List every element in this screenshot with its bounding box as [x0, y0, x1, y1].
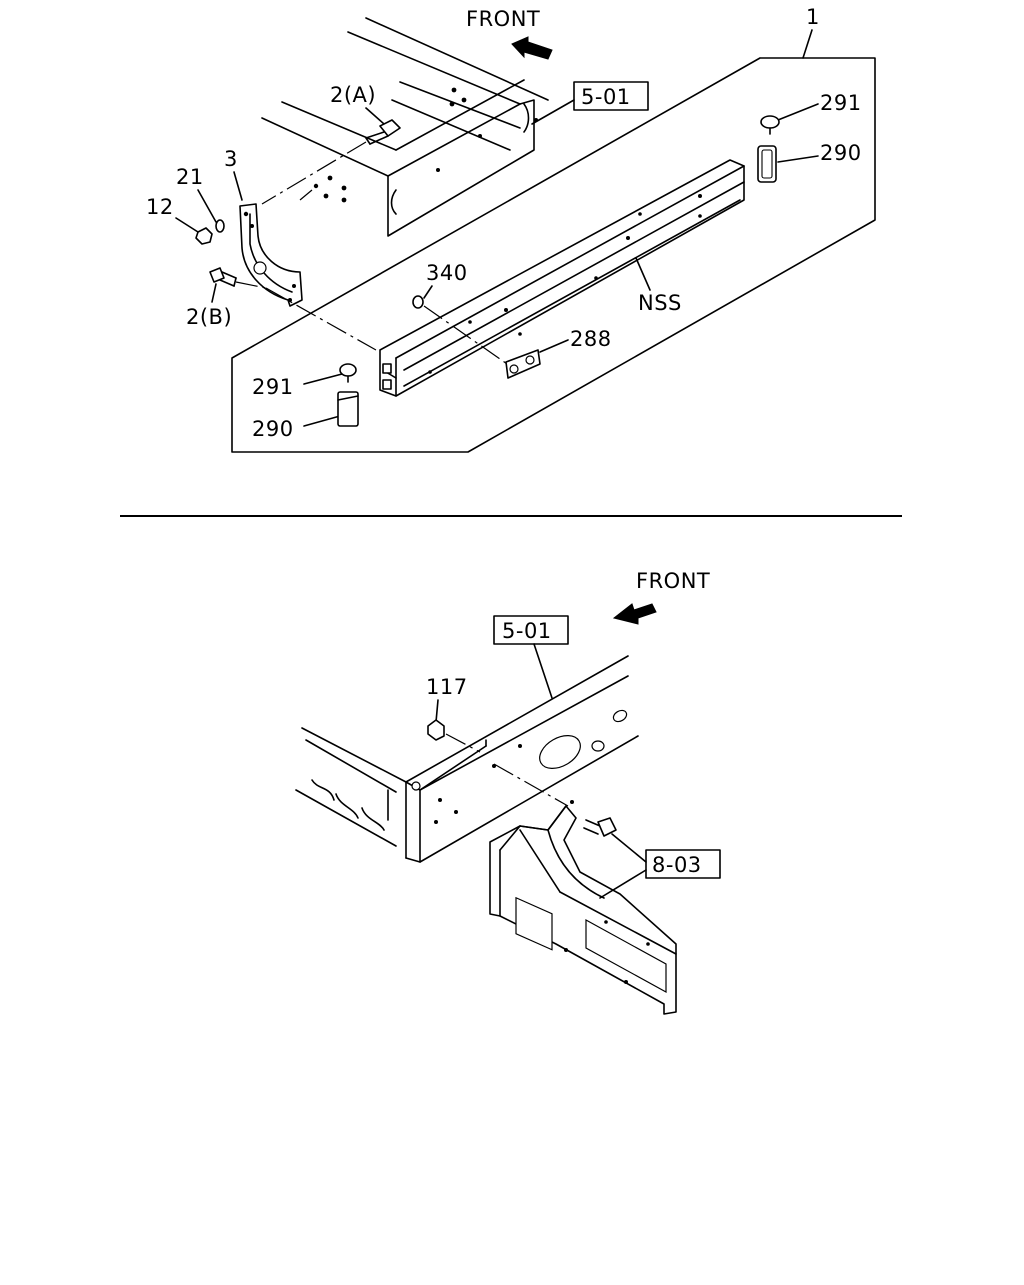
plug-291-right [760, 115, 780, 135]
leader-2b [211, 283, 217, 303]
grommet-290-left [337, 391, 359, 427]
ref-box-8-03-label: 8-03 [652, 853, 702, 877]
leader-nss [635, 257, 651, 291]
ref-box-5-01-bottom[interactable]: 5-01 [493, 615, 569, 645]
front-label-top: FRONT [466, 7, 540, 31]
callout-12: 12 [146, 195, 174, 219]
centerline-rail [265, 287, 377, 351]
leader-290-right [777, 155, 819, 163]
callout-nss: NSS [638, 291, 682, 315]
leader-21 [197, 189, 217, 223]
leader-2a [365, 107, 385, 125]
callout-291-right: 291 [820, 91, 862, 115]
ref-box-8-03[interactable]: 8-03 [645, 849, 721, 879]
front-label-bottom: FRONT [636, 569, 710, 593]
bolt-2b-icon [209, 267, 237, 287]
leader-5-01-top [531, 99, 575, 125]
leader-8-03-a [611, 833, 647, 863]
callout-340: 340 [426, 261, 468, 285]
side-skirt-rail-nss [379, 159, 745, 397]
leader-12 [175, 217, 199, 233]
nut-340 [412, 295, 424, 309]
centerline-2b [235, 281, 267, 289]
ref-box-5-01-top[interactable]: 5-01 [573, 81, 649, 111]
bracket-3 [239, 203, 303, 307]
leader-117 [435, 699, 439, 723]
leader-288 [539, 339, 569, 353]
callout-290-left: 290 [252, 417, 294, 441]
ref-box-5-01-top-label: 5-01 [581, 85, 631, 109]
leader-290-left [303, 415, 341, 427]
leader-5-01-bottom [533, 643, 553, 699]
leader-291-right [777, 103, 819, 121]
bolt-8-03-icon [583, 817, 617, 837]
top-diagram: FRONT 1 [146, 5, 876, 453]
leader-3 [233, 171, 243, 201]
bottom-diagram: FRONT 5-01 [295, 569, 721, 1015]
chassis-frame-rear [261, 17, 549, 237]
callout-3: 3 [224, 147, 238, 171]
centerline-bracket [493, 763, 569, 807]
callout-2b: 2(B) [186, 305, 232, 329]
bolt-2a-icon [365, 119, 401, 145]
nut-117 [427, 719, 445, 741]
frame-rail-bottom [295, 655, 639, 863]
nut-12 [195, 227, 213, 245]
bracket-8-03 [489, 800, 677, 1015]
callout-290-right: 290 [820, 141, 862, 165]
front-arrow-icon [511, 36, 553, 60]
centerline-117 [445, 733, 481, 753]
callout-1: 1 [806, 5, 820, 29]
leader-291-left [303, 373, 343, 385]
centerline-frame [299, 189, 313, 201]
plate-288 [505, 349, 541, 379]
callout-2a: 2(A) [330, 83, 376, 107]
leader-340 [423, 285, 433, 299]
leader-1 [802, 29, 813, 59]
grommet-290-right [757, 145, 777, 183]
front-arrow-bottom-icon [612, 603, 657, 625]
callout-288: 288 [570, 327, 612, 351]
leader-8-03-b [599, 869, 647, 899]
callout-117: 117 [426, 675, 468, 699]
centerline-2a [261, 141, 367, 205]
callout-291-left: 291 [252, 375, 294, 399]
callout-21: 21 [176, 165, 204, 189]
centerline-340 [423, 305, 511, 367]
ref-box-5-01-bottom-label: 5-01 [502, 619, 552, 643]
assembly-outline [231, 57, 876, 453]
washer-21 [215, 219, 225, 233]
plug-291-left [339, 363, 357, 383]
